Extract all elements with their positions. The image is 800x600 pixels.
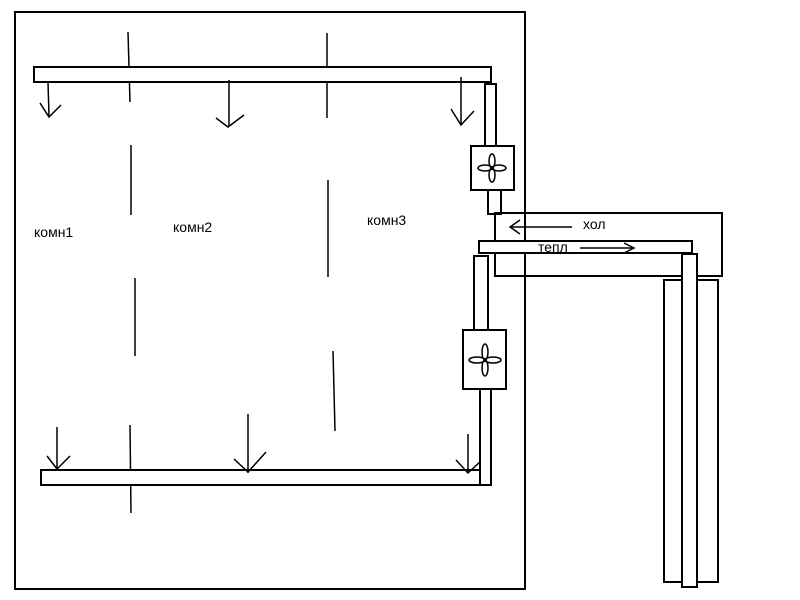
fan-icon [477, 153, 507, 183]
warm-duct [478, 240, 693, 254]
supply-arrow-3 [450, 77, 475, 127]
outdoor-pipe [681, 253, 698, 588]
partition-2 [326, 33, 336, 432]
warm-arrow [580, 242, 636, 254]
top-riser-upper [484, 83, 497, 147]
top-duct [33, 66, 492, 83]
cold-arrow [508, 219, 572, 235]
exhaust-arrow-2 [233, 414, 267, 474]
room-label-2: комн2 [173, 219, 212, 235]
room-label-3: комн3 [367, 212, 406, 228]
bottom-duct [40, 469, 492, 486]
room-label-1: комн1 [34, 224, 73, 240]
warm-label: тепл [538, 239, 568, 255]
partition-1 [127, 31, 136, 514]
top-riser-lower [487, 189, 502, 215]
building-outline [14, 11, 526, 590]
fan-icon [468, 343, 502, 377]
supply-arrow-1 [39, 81, 62, 119]
bottom-riser-upper [473, 255, 489, 331]
cold-label: хол [583, 216, 606, 232]
supply-arrow-2 [215, 80, 245, 128]
exhaust-arrow-3 [455, 434, 483, 475]
bottom-riser-lower [479, 388, 492, 486]
exhaust-arrow-1 [46, 427, 71, 471]
